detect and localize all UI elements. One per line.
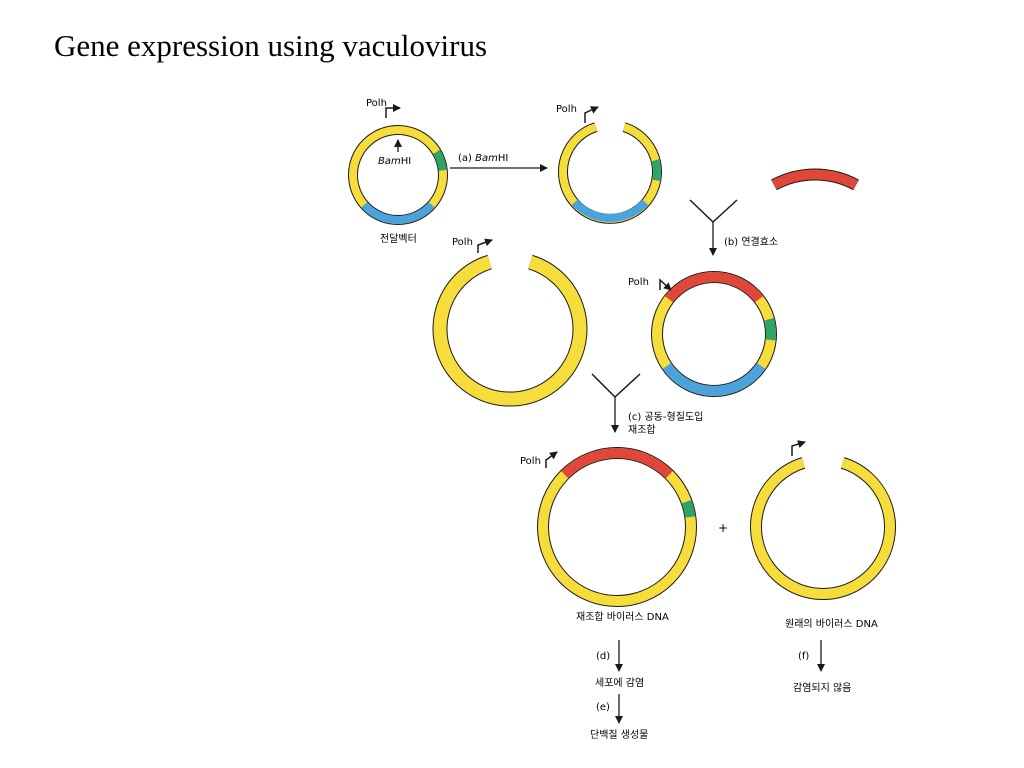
recombinant-virus-dna	[537, 447, 697, 607]
step-d-label: (d)	[596, 651, 610, 662]
ligation-join-symbol	[689, 199, 738, 256]
green-segment	[681, 499, 696, 518]
blue-segment	[571, 199, 649, 223]
polh-label: Polh	[452, 237, 473, 248]
viral-dna-linearized	[432, 254, 588, 407]
polh-promoter-arrow	[477, 238, 493, 253]
original-virus-dna	[750, 457, 896, 600]
polh-promoter-arrow	[385, 104, 401, 118]
transfer-vector-label: 전달벡터	[380, 233, 417, 245]
polh-label: Polh	[556, 104, 577, 115]
step-c-label-line2: 재조합	[628, 424, 656, 436]
green-segment	[433, 149, 447, 171]
infect-cells-label: 세포에 감염	[595, 677, 644, 689]
blue-segment	[662, 362, 766, 396]
red-insert-segment	[664, 272, 764, 303]
step-a-label: (a) BamHI	[458, 153, 508, 164]
blue-segment	[361, 202, 435, 224]
not-infected-label: 감염되지 않음	[793, 682, 851, 694]
polh-label: Polh	[628, 277, 649, 288]
insert-dna-fragment	[771, 168, 859, 191]
recombinant-dna-label: 재조합 바이러스 DNA	[576, 611, 669, 623]
polh-label: Polh	[520, 456, 541, 467]
plus-sign: +	[718, 521, 728, 535]
red-insert-segment	[561, 448, 673, 479]
cut-vector-plasmid	[558, 122, 662, 224]
step-e-label: (e)	[596, 702, 610, 713]
transfer-vector-plasmid	[348, 125, 448, 225]
polh-promoter-arrow	[791, 440, 806, 456]
recombinant-transfer-vector	[651, 271, 777, 397]
slide-title: Gene expression using vaculovirus	[54, 28, 488, 63]
step-b-label: (b) 연결효소	[724, 236, 778, 248]
bamhi-site-label: BamHI	[378, 156, 411, 167]
protein-product-label: 단백질 생성물	[590, 729, 648, 741]
polh-promoter-arrow	[584, 106, 599, 123]
polh-label: Polh	[366, 98, 387, 109]
original-dna-label: 원래의 바이러스 DNA	[785, 618, 878, 630]
cotransfection-join-symbol	[591, 373, 641, 433]
step-c-label: (c) 공동-형질도입	[628, 410, 703, 423]
step-f-label: (f)	[798, 651, 809, 662]
green-segment	[651, 159, 662, 181]
polh-promoter-arrow	[659, 278, 672, 291]
polh-promoter-arrow	[545, 451, 558, 468]
green-segment	[764, 317, 776, 341]
